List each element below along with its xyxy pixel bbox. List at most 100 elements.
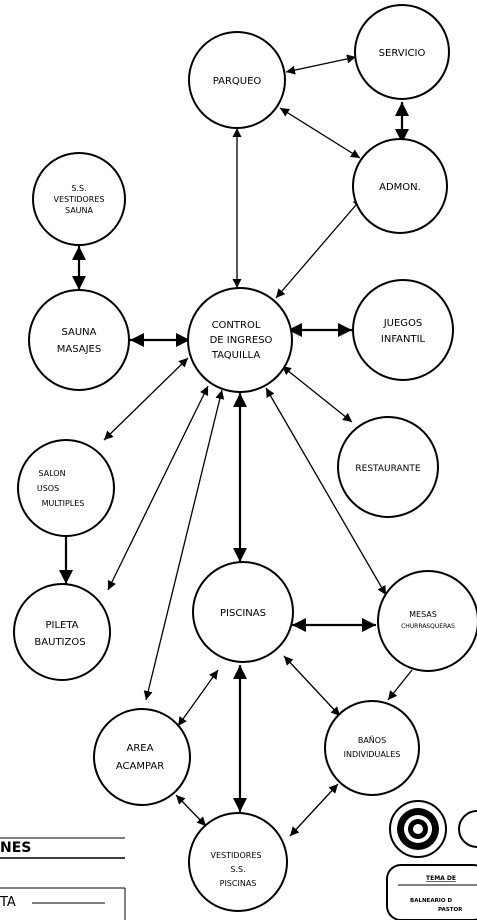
node-vestidores-piscinas: VESTIDORES S.S. PISCINAS <box>188 812 288 912</box>
node-control-label-2: DE INGRESO <box>210 335 273 346</box>
svg-text:VESTIDORES: VESTIDORES <box>54 195 105 204</box>
svg-text:BAUTIZOS: BAUTIZOS <box>34 637 85 648</box>
svg-text:USOS: USOS <box>37 484 59 493</box>
edge-control-restaurante <box>281 365 353 423</box>
seal-icon-secondary <box>458 810 477 848</box>
node-sauna-masajes: SAUNA MASAJES <box>28 289 130 391</box>
svg-text:PARQUEO: PARQUEO <box>213 76 262 87</box>
node-ss-vestidores-sauna: S.S. VESTIDORES SAUNA <box>32 152 126 246</box>
svg-text:S.S.: S.S. <box>230 865 245 874</box>
node-pileta: PILETA BAUTIZOS <box>13 583 111 681</box>
node-mesas-circle <box>377 570 477 672</box>
node-control-label-3: TAQUILLA <box>211 350 261 361</box>
node-juegos-label-1: JUEGOS <box>383 318 423 329</box>
node-servicio-circle <box>354 4 450 100</box>
svg-text:MULTIPLES: MULTIPLES <box>42 499 85 508</box>
svg-text:SAUNA: SAUNA <box>65 206 94 215</box>
node-pileta-label-2: BAUTIZOS <box>34 637 85 648</box>
svg-text:BAÑOS: BAÑOS <box>358 735 386 745</box>
node-banos-circle <box>324 700 420 796</box>
svg-text:VESTIDORES: VESTIDORES <box>211 851 262 860</box>
node-admon-circle <box>352 138 448 234</box>
node-salon-label-1: SALON <box>38 469 65 478</box>
node-admon: ADMON. <box>352 138 448 234</box>
svg-text:RESTAURANTE: RESTAURANTE <box>355 464 420 474</box>
node-restaurante: RESTAURANTE <box>337 416 439 518</box>
node-parqueo: PARQUEO <box>188 31 286 129</box>
node-area-acampar-label-1: AREA <box>127 743 154 754</box>
svg-text:S.S.: S.S. <box>71 184 86 193</box>
node-juegos-label-2: INFANTIL <box>381 334 426 345</box>
title-panel <box>386 864 477 920</box>
node-salon-label-2: USOS <box>37 484 59 493</box>
node-parqueo-label: PARQUEO <box>213 76 262 87</box>
svg-text:ACAMPAR: ACAMPAR <box>116 761 164 772</box>
node-mesas-label-2: CHURRASQUERAS <box>401 623 455 630</box>
node-pileta-label-1: PILETA <box>45 620 78 631</box>
svg-text:MESAS: MESAS <box>409 610 437 619</box>
node-salon: SALON USOS MULTIPLES <box>17 439 115 537</box>
edge-parqueo-servicio <box>285 54 357 75</box>
node-servicio-label: SERVICIO <box>379 48 426 59</box>
node-control-label-1: CONTROL <box>212 320 261 331</box>
node-pileta-circle <box>13 583 111 681</box>
node-control: CONTROL DE INGRESO TAQUILLA <box>187 287 293 393</box>
svg-text:ADMON.: ADMON. <box>379 182 421 193</box>
svg-text:PILETA: PILETA <box>45 620 78 631</box>
svg-text:SERVICIO: SERVICIO <box>379 48 426 59</box>
node-salon-circle <box>17 439 115 537</box>
node-area-acampar: AREA ACAMPAR <box>93 708 191 806</box>
title-panel-project-1: BALNEARIO D <box>410 898 452 904</box>
node-piscinas-label: PISCINAS <box>220 608 266 619</box>
node-admon-label: ADMON. <box>379 182 421 193</box>
svg-text:TAQUILLA: TAQUILLA <box>211 350 261 361</box>
node-banos-label-1: BAÑOS <box>358 735 386 745</box>
node-ss-vestidores-sauna-label-3: SAUNA <box>65 206 94 215</box>
node-salon-label-3: MULTIPLES <box>42 499 85 508</box>
node-ss-vestidores-sauna-label-2: VESTIDORES <box>54 195 105 204</box>
node-vestidores-piscinas-label-1: VESTIDORES <box>211 851 262 860</box>
node-area-acampar-label-2: ACAMPAR <box>116 761 164 772</box>
node-piscinas-circle <box>192 561 294 663</box>
svg-text:SAUNA: SAUNA <box>61 327 96 338</box>
edges <box>59 54 413 837</box>
edge-control-area <box>143 389 225 701</box>
svg-text:AREA: AREA <box>127 743 154 754</box>
svg-text:INDIVIDUALES: INDIVIDUALES <box>344 750 401 759</box>
svg-text:CHURRASQUERAS: CHURRASQUERAS <box>401 623 455 630</box>
title-block-right: TEMA DE BALNEARIO D PASTOR <box>386 800 477 920</box>
node-piscinas: PISCINAS <box>192 561 294 663</box>
svg-text:JUEGOS: JUEGOS <box>383 318 423 329</box>
edge-mesas-banos <box>387 669 413 701</box>
svg-text:CONTROL: CONTROL <box>212 320 261 331</box>
edge-admon-control <box>275 197 363 299</box>
node-sauna-masajes-circle <box>28 289 130 391</box>
node-juegos-circle <box>352 279 454 381</box>
edge-piscinas-banos <box>283 655 341 717</box>
node-mesas-label-1: MESAS <box>409 610 437 619</box>
node-mesas: MESAS CHURRASQUERAS <box>377 570 477 672</box>
edge-area-vestidores <box>175 794 207 827</box>
title-block-field-label: TA <box>0 895 16 910</box>
node-restaurante-label: RESTAURANTE <box>355 464 420 474</box>
node-area-acampar-circle <box>93 708 191 806</box>
node-vestidores-piscinas-circle <box>188 812 288 912</box>
title-panel-tema: TEMA DE <box>426 875 456 882</box>
node-ss-vestidores-sauna-label-1: S.S. <box>71 184 86 193</box>
edge-banos-vestidores <box>289 783 339 837</box>
node-banos: BAÑOS INDIVIDUALES <box>324 700 420 796</box>
node-sauna-masajes-label-1: SAUNA <box>61 327 96 338</box>
node-servicio: SERVICIO <box>354 4 450 100</box>
edge-parqueo-admon <box>279 107 361 159</box>
title-block-heading: NES <box>0 840 31 856</box>
node-juegos: JUEGOS INFANTIL <box>352 279 454 381</box>
node-vestidores-piscinas-label-3: PISCINAS <box>220 879 257 888</box>
title-panel-project-2: PASTOR <box>438 907 463 913</box>
edge-control-mesas <box>265 387 387 596</box>
node-banos-label-2: INDIVIDUALES <box>344 750 401 759</box>
node-parqueo-circle <box>188 31 286 129</box>
seal-icon <box>389 800 447 858</box>
title-block-left: NES TA <box>0 837 126 920</box>
svg-text:SALON: SALON <box>38 469 65 478</box>
